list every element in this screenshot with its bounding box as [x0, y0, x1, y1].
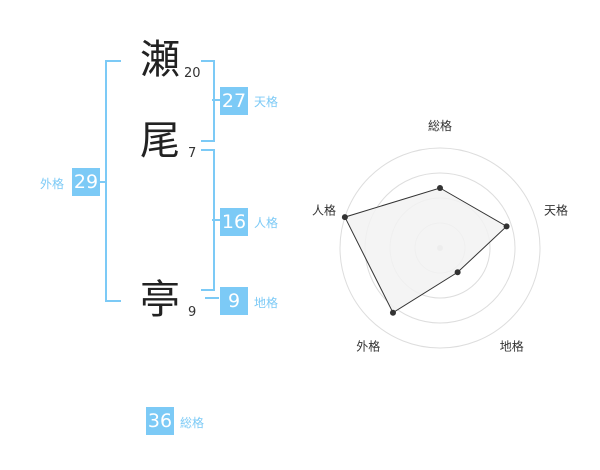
soukaku-connector	[212, 219, 220, 221]
soukaku-value: 36	[146, 407, 174, 435]
tenkaku-bracket	[201, 60, 215, 142]
gaikaku-connector	[100, 181, 106, 183]
radar-polygon	[344, 187, 508, 314]
name-char-2: 尾	[140, 118, 180, 164]
tenkaku-value: 27	[220, 87, 248, 115]
radar-point-1	[437, 185, 443, 191]
jinkaku-label: 人格	[254, 216, 279, 230]
chikaku-label: 地格	[254, 296, 279, 310]
radar-axis-label-2: 天格	[544, 202, 568, 217]
gaikaku-value: 29	[72, 168, 100, 196]
radar-point-5	[341, 214, 348, 221]
name-char-3-strokes: 9	[188, 305, 197, 320]
radar-point-2	[503, 223, 510, 230]
radar-point-3	[454, 269, 461, 276]
radar-axis-label-3: 地格	[500, 339, 524, 354]
jinkaku-value: 16	[220, 208, 248, 236]
radar-ring-4	[339, 147, 541, 349]
radar-axis-label-4: 外格	[356, 339, 380, 354]
gaikaku-label: 外格	[40, 177, 65, 191]
tenkaku-connector	[212, 99, 220, 101]
radar-axis-label-1: 総格	[428, 118, 452, 133]
soukaku-label: 総格	[180, 416, 205, 430]
gaikaku-bracket	[105, 60, 121, 302]
chikaku-bracket	[205, 297, 219, 299]
chikaku-value: 9	[220, 287, 248, 315]
name-char-1-strokes: 20	[184, 66, 201, 81]
name-char-2-strokes: 7	[188, 146, 197, 161]
name-char-3: 亭	[140, 277, 180, 323]
radar-axis-label-5: 人格	[312, 202, 336, 217]
name-char-1: 瀬	[140, 37, 180, 83]
radar-point-4	[389, 309, 396, 316]
tenkaku-label: 天格	[254, 95, 279, 109]
